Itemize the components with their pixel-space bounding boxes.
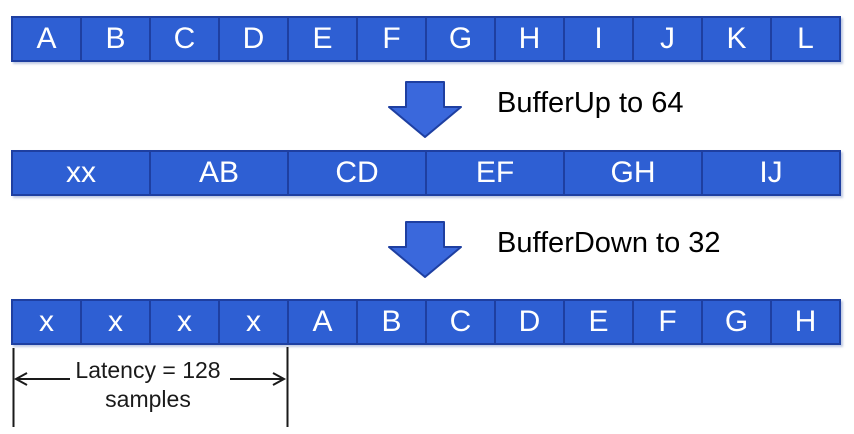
double-headed-arrow-icon xyxy=(12,347,289,427)
buffer-cell: D xyxy=(220,18,289,60)
buffer-cell: x xyxy=(13,301,82,343)
buffer-cell: x xyxy=(151,301,220,343)
buffer-cell: AB xyxy=(151,152,289,194)
buffer-cell: F xyxy=(634,301,703,343)
buffer-cell: B xyxy=(358,301,427,343)
buffer-cell: EF xyxy=(427,152,565,194)
buffer-cell: G xyxy=(703,301,772,343)
latency-label-line2: samples xyxy=(105,386,191,412)
down-arrow-icon xyxy=(388,81,462,138)
latency-label-line1: Latency = 128 xyxy=(75,357,221,383)
buffer-cell: H xyxy=(496,18,565,60)
buffer-cell: E xyxy=(289,18,358,60)
buffer-cell: F xyxy=(358,18,427,60)
down-arrow-icon xyxy=(388,221,462,278)
buffer-cell: C xyxy=(151,18,220,60)
bufferup-row: xx AB CD EF GH IJ xyxy=(11,150,841,196)
buffer-cell: GH xyxy=(565,152,703,194)
buffer-cell: A xyxy=(13,18,82,60)
buffer-cell: E xyxy=(565,301,634,343)
buffer-cell: A xyxy=(289,301,358,343)
buffer-cell: I xyxy=(565,18,634,60)
buffer-cell: B xyxy=(82,18,151,60)
buffer-cell: xx xyxy=(13,152,151,194)
buffer-cell: L xyxy=(797,22,814,55)
buffer-cell: G xyxy=(427,18,496,60)
buffer-cell: K xyxy=(703,18,772,60)
buffer-cell: C xyxy=(427,301,496,343)
buffer-cell: IJ xyxy=(759,156,783,189)
buffer-cell: D xyxy=(496,301,565,343)
buffer-cell: H xyxy=(794,305,817,338)
buffer-cell: CD xyxy=(289,152,427,194)
bufferdown-label: BufferDown to 32 xyxy=(497,227,721,259)
buffer-cell: x xyxy=(220,301,289,343)
bufferdown-row: x x x x A B C D E F G H xyxy=(11,299,841,345)
latency-label: Latency = 128 samples xyxy=(72,356,224,414)
bufferup-label: BufferUp to 64 xyxy=(497,87,684,119)
buffer-cell: J xyxy=(634,18,703,60)
buffer-cell: x xyxy=(82,301,151,343)
input-buffer-row: A B C D E F G H I J K L xyxy=(11,16,841,62)
